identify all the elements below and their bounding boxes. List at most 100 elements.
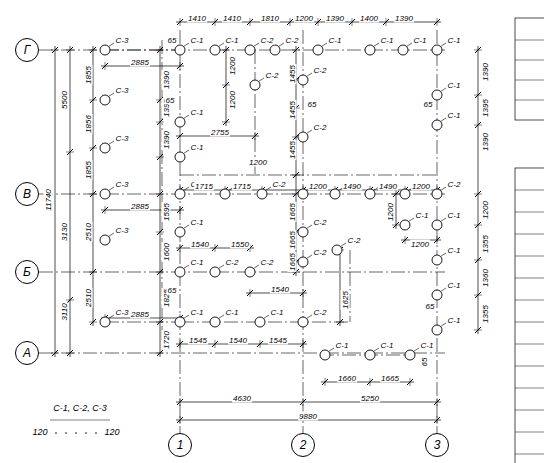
dimension-tick (223, 47, 229, 53)
extension-line (325, 378, 326, 386)
dimension-tick (247, 19, 253, 25)
pile-mark: С-1 (447, 211, 462, 220)
extension-line (156, 122, 164, 123)
dimension-text: 1855 (84, 65, 93, 85)
extension-line (180, 18, 181, 26)
pile-symbol (398, 45, 408, 55)
pile-symbol (175, 317, 185, 327)
dimension-text: 1540 (270, 285, 290, 294)
dimension-tick (252, 133, 258, 139)
leader-line (109, 93, 115, 97)
dimension-tick (90, 97, 96, 103)
pile-symbol (175, 45, 185, 55)
pile-mark: С-1 (328, 36, 343, 45)
extension-line (405, 236, 406, 244)
dimension-tick (90, 145, 96, 151)
leader-line (259, 78, 265, 82)
dimension-tick (393, 191, 399, 197)
extension-line (437, 236, 438, 244)
pile-symbol (100, 235, 110, 245)
pile-symbol (432, 325, 442, 335)
dimension-text: 65 (425, 302, 436, 311)
dimension-tick (52, 47, 58, 53)
leader-line (219, 43, 225, 47)
dimension-tick (177, 417, 183, 423)
extension-line (89, 322, 97, 323)
extension-line (89, 50, 97, 51)
dimension-line (340, 246, 341, 326)
dimension-text: 5500 (60, 90, 69, 110)
pile-mark: С-2 (313, 123, 328, 132)
pile-symbol (210, 317, 220, 327)
dimension-text: 1810 (260, 14, 280, 23)
pile-symbol (405, 350, 415, 360)
pile-mark: С-1 (447, 111, 462, 120)
axis-bubble: 1 (168, 433, 192, 457)
dimension-tick (300, 290, 306, 296)
leader-line (407, 43, 413, 47)
scale-dot (75, 432, 77, 434)
dimension-tick (177, 341, 183, 347)
dimension-tick (402, 237, 408, 243)
extension-line (437, 18, 438, 26)
pile-mark: С-2 (272, 180, 287, 189)
extension-line (474, 95, 482, 96)
pile-mark: С-1 (190, 308, 205, 317)
table-frame (515, 18, 544, 120)
extension-line (180, 206, 181, 214)
dimension-tick (287, 19, 293, 25)
extension-line (260, 340, 261, 348)
dimension-text: 1660 (337, 374, 357, 383)
leader-line (307, 255, 313, 259)
pile-mark: С-3 (115, 308, 130, 317)
extension-line (250, 289, 251, 297)
pile-mark: С-3 (115, 134, 130, 143)
dimension-text: 1665 (288, 202, 297, 222)
pile-symbol (100, 317, 110, 327)
table-row (515, 212, 544, 213)
dimension-tick (90, 319, 96, 325)
pile-mark: С-1 (447, 81, 462, 90)
dimension-text: 65 (165, 96, 176, 105)
pile-symbol (330, 189, 340, 199)
dimension-text: 1400 (359, 14, 379, 23)
pile-symbol (432, 90, 442, 100)
extension-line (255, 132, 256, 140)
dimension-tick (67, 149, 73, 155)
leader-line (441, 118, 447, 122)
extension-line (336, 322, 344, 323)
extension-line (437, 398, 438, 406)
pile-mark: С-2 (265, 71, 280, 80)
pile-symbol (432, 220, 442, 230)
pile-mark: С-2 (260, 258, 275, 267)
extension-line (105, 62, 106, 70)
table-row (515, 344, 544, 345)
dimension-tick (475, 191, 481, 197)
dimension-tick (90, 191, 96, 197)
extension-line (180, 416, 181, 424)
extension-line (292, 175, 300, 176)
dimension-text: 1200 (481, 200, 490, 220)
extension-line (410, 378, 411, 386)
dimension-tick (475, 292, 481, 298)
leader-line (441, 88, 447, 92)
pile-mark: С-1 (190, 218, 205, 227)
dimension-tick (157, 119, 163, 125)
leader-line (374, 43, 380, 47)
pile-symbol (257, 189, 267, 199)
extension-line (215, 244, 216, 252)
leader-line (219, 265, 225, 269)
dimension-tick (102, 63, 108, 69)
dimension-text: 5250 (360, 394, 380, 403)
dimension-text: 120 (31, 428, 48, 437)
leader-line (307, 130, 313, 134)
leader-line (184, 265, 190, 269)
wall-axis (105, 50, 180, 51)
pile-mark: С-3 (115, 226, 130, 235)
dimension-text: 4630 (232, 394, 252, 403)
extension-line (89, 148, 97, 149)
extension-line (180, 340, 181, 348)
pile-symbol (210, 267, 220, 277)
dimension-text: 1665 (288, 252, 297, 272)
extension-line (66, 353, 74, 354)
